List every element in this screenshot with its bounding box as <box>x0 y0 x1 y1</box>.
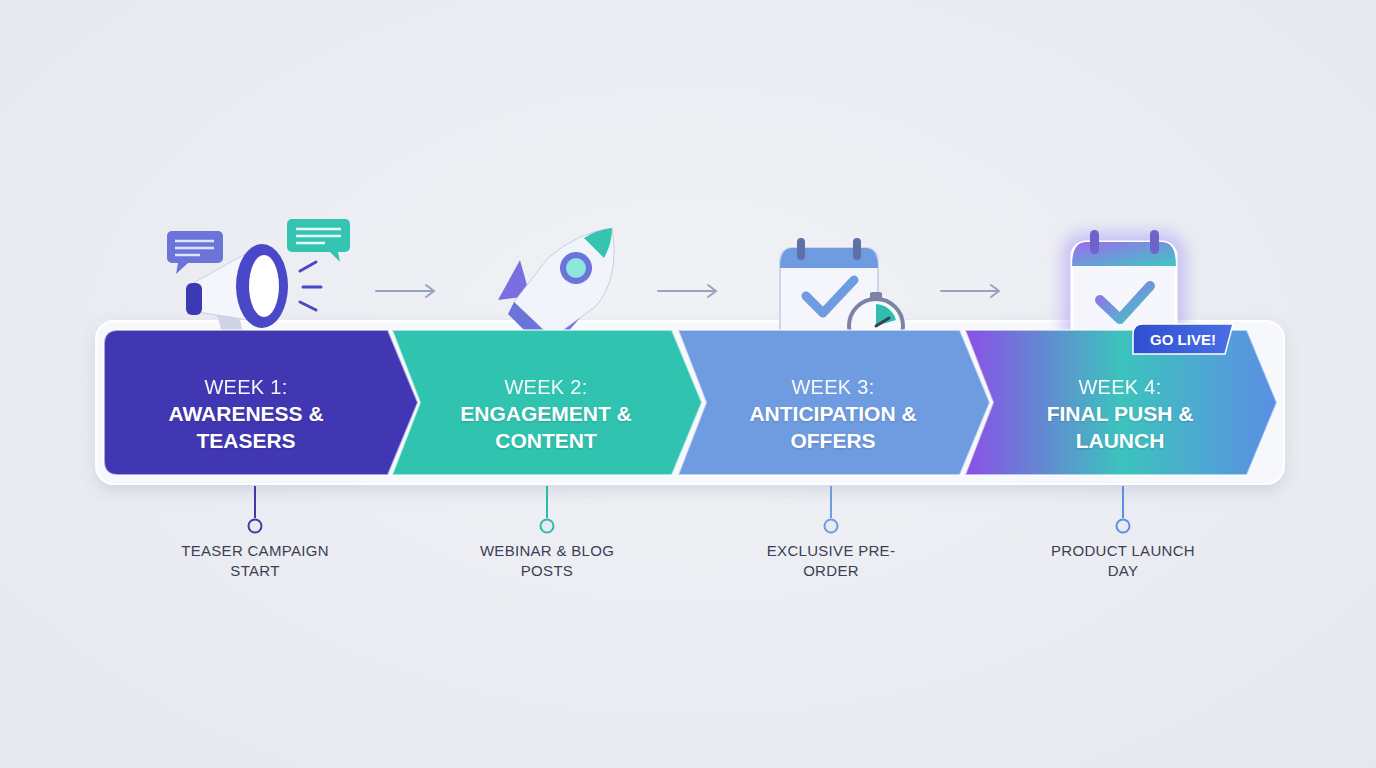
week-band: WEEK 3:ANTICIPATION & OFFERS <box>678 330 990 475</box>
week-number: WEEK 4: <box>1078 374 1161 400</box>
badge-outline <box>1133 324 1233 354</box>
chevron-outline <box>392 330 702 475</box>
band-content: GO LIVE! <box>1133 324 1233 354</box>
week-number: WEEK 2: <box>504 374 587 400</box>
flow-arrows <box>376 285 999 297</box>
week-band: WEEK 4:FINAL PUSH & LAUNCH <box>965 330 1277 475</box>
week-band: WEEK 2:ENGAGEMENT & CONTENT <box>392 330 702 475</box>
leader-lines <box>249 486 1130 533</box>
milestone-label: PRODUCT LAUNCH DAY <box>1043 541 1203 581</box>
phase-title: ENGAGEMENT & CONTENT <box>436 400 656 454</box>
badge-text: GO LIVE! <box>1150 331 1216 348</box>
week-band: WEEK 1:AWARENESS & TEASERS <box>104 330 418 475</box>
phase-title: ANTICIPATION & OFFERS <box>723 400 943 454</box>
week-number: WEEK 1: <box>204 374 287 400</box>
phase-title: AWARENESS & TEASERS <box>136 400 356 454</box>
band-content: WEEK 1:AWARENESS & TEASERS <box>108 330 384 475</box>
bar-housing <box>96 321 1284 484</box>
go-live-badge: GO LIVE! <box>1133 324 1233 354</box>
chevron-outline <box>678 330 990 475</box>
milestone-label: EXCLUSIVE PRE-ORDER <box>751 541 911 581</box>
milestone-label: TEASER CAMPAIGN START <box>175 541 335 581</box>
chevron-outline <box>104 330 418 475</box>
milestone-label: WEBINAR & BLOG POSTS <box>467 541 627 581</box>
band-content: WEEK 2:ENGAGEMENT & CONTENT <box>424 330 668 475</box>
chevron-outline <box>965 330 1277 475</box>
week-number: WEEK 3: <box>791 374 874 400</box>
phase-title: FINAL PUSH & LAUNCH <box>1010 400 1230 454</box>
band-content: WEEK 3:ANTICIPATION & OFFERS <box>710 330 956 475</box>
